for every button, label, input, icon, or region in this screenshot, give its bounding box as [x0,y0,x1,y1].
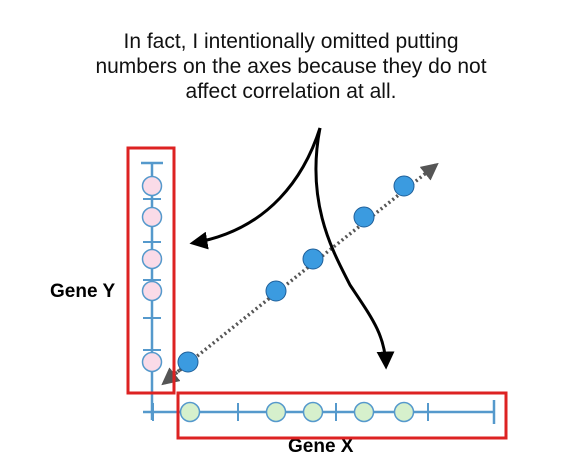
x-projection-point [353,401,375,423]
scatter-point [265,280,287,302]
caption-line-2: numbers on the axes because they do not [95,55,487,78]
y-projection-point [141,175,163,197]
x-projection-points [179,401,415,423]
x-axis-label: Gene X [288,436,354,457]
x-projection-point [179,401,201,423]
scatter-point [302,248,324,270]
scatter-points [177,175,415,373]
caption-line-3: affect correlation at all. [185,80,397,103]
y-projection-point [141,206,163,228]
caption-line-1: In fact, I intentionally omitted putting [123,30,459,53]
y-highlight-box [126,146,176,395]
y-projection-point [141,280,163,302]
scatter-point [393,175,415,197]
x-projection-point [393,401,415,423]
x-highlight-box [176,391,508,440]
y-projection-point [141,248,163,270]
pointer-arrow-to-x-axis [314,127,395,370]
scatter-point [353,206,375,228]
y-projection-point [141,351,163,373]
y-axis-label: Gene Y [50,281,116,302]
y-projection-points [141,175,163,373]
pointer-arrow-to-y-axis [189,127,322,250]
scatter-point [177,351,199,373]
x-projection-point [265,401,287,423]
trend-arrow [164,162,439,383]
x-projection-point [302,401,324,423]
